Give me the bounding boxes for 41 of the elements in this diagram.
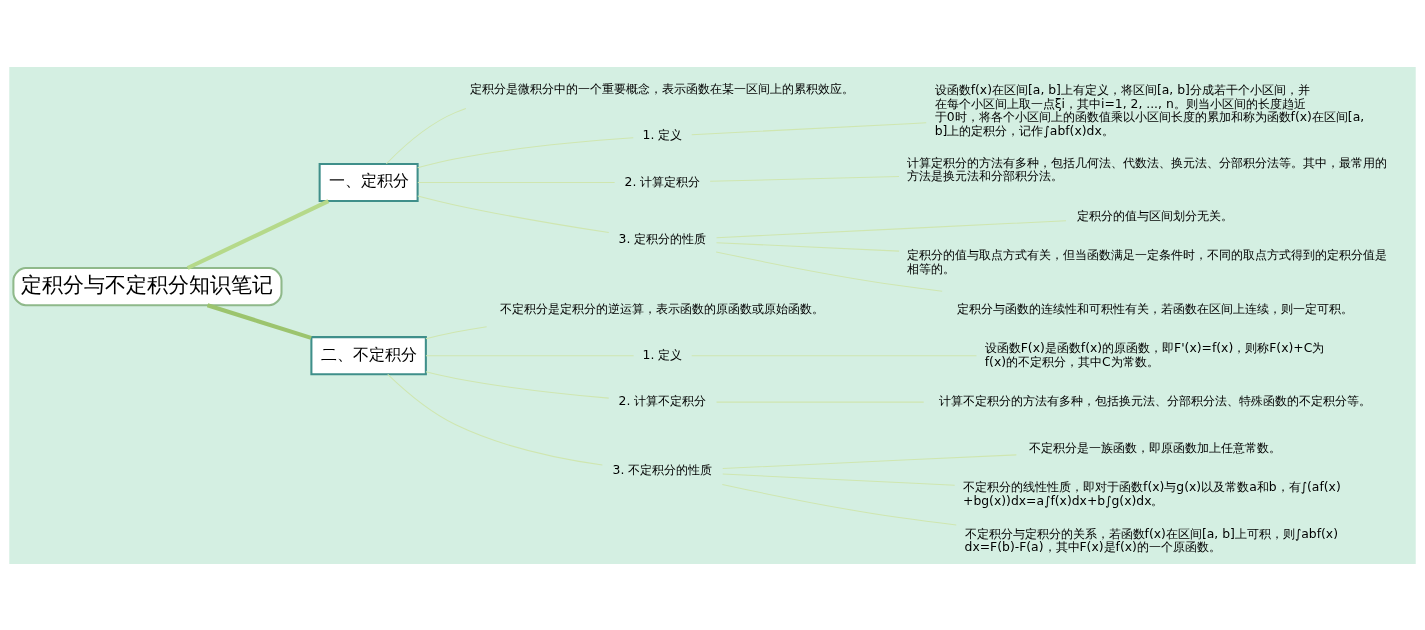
node-text: 定积分是微积分中的一个重要概念，表示函数在某一区间上的累积效应。 xyxy=(470,81,855,96)
node-text: 不定积分是定积分的逆运算，表示函数的原函数或原始函数。 xyxy=(500,301,825,316)
connector xyxy=(691,354,977,356)
node-text: 计算不定积分的方法有多种，包括换元法、分部积分法、特殊函数的不定积分等。 xyxy=(939,393,1372,408)
connector xyxy=(417,136,634,168)
connector xyxy=(709,175,900,182)
connector xyxy=(715,250,943,292)
connector xyxy=(417,181,616,183)
connector xyxy=(425,325,488,339)
connector xyxy=(186,198,330,270)
connector xyxy=(722,473,956,486)
node-text: 定积分的值与区间划分无关。 xyxy=(1077,208,1234,223)
connector xyxy=(425,370,610,399)
node-text: 不定积分的线性性质，即对于函数f(x)与g(x)以及常数a和b，有∫(af(x)+bg(x))dx=a∫f(x)dx+b∫g(x)dx。 xyxy=(963,479,1341,508)
connector xyxy=(716,241,900,252)
connector xyxy=(417,194,610,233)
node-text: 计算定积分的方法有多种，包括几何法、代数法、换元法、分部积分法等。其中，最常用的方法是换元法和分部积分法。 xyxy=(907,155,1388,183)
node-text: 3. 定积分的性质 xyxy=(618,231,707,246)
connector xyxy=(385,107,467,164)
connector xyxy=(722,453,1017,469)
node-box: 二、不定积分 xyxy=(310,335,427,375)
node-text: 定积分的值与取点方式有关，但当函数满足一定条件时，不同的取点方式得到的定积分值是相等的。 xyxy=(907,247,1388,276)
node-text: 设函数f(x)在区间[a, b]上有定义，将区间[a, b]分成若干个小区间，并在每个小区间上取一点ξi，其中i=1, 2, ..., n。则当小区间的长度趋近于0时，将各个小区间上的函数值乘以小区间长度的累加和称为函数f(x)在区间[a, b]上的定积分，记作∫abf(x)dx。 xyxy=(934,82,1365,138)
connector xyxy=(691,121,927,135)
connector xyxy=(716,219,1067,238)
connector xyxy=(206,302,312,340)
node-text: 2. 计算不定积分 xyxy=(618,393,707,408)
connector xyxy=(721,483,957,525)
node-text: 不定积分与定积分的关系，若函数f(x)在区间[a, b]上可积，则∫abf(x)dx=F(b)-F(a)，其中F(x)是f(x)的一个原函数。 xyxy=(964,526,1339,554)
node-text: 1. 定义 xyxy=(642,347,683,362)
node-box: 定积分与不定积分知识笔记 xyxy=(12,266,283,306)
node-text: 不定积分是一族函数，即原函数加上任意常数。 xyxy=(1029,440,1282,455)
connector xyxy=(387,373,603,466)
node-text: 3. 不定积分的性质 xyxy=(612,462,713,477)
node-text: 定积分与函数的连续性和可积性有关，若函数在区间上连续，则一定可积。 xyxy=(957,301,1354,316)
node-text: 设函数F(x)是函数f(x)的原函数，即F'(x)=f(x)，则称F(x)+C为f(x)的不定积分，其中C为常数。 xyxy=(984,340,1325,369)
connector xyxy=(425,354,635,356)
node-text: 1. 定义 xyxy=(642,127,683,142)
connector xyxy=(716,401,925,403)
node-text: 2. 计算定积分 xyxy=(624,174,701,189)
node-box: 一、定积分 xyxy=(318,162,419,202)
